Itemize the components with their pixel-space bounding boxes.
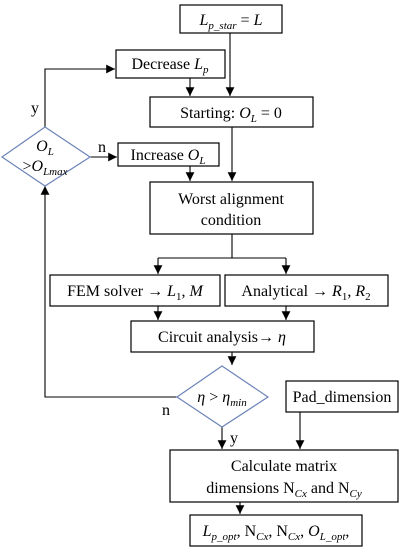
svg-text:OL: OL	[36, 138, 54, 158]
ol-max-symbol: O	[32, 158, 44, 175]
svg-text:Decrease Lp: Decrease Lp	[131, 56, 209, 76]
output-n2: , N	[268, 523, 288, 540]
analytical-comma: ,	[347, 283, 355, 300]
analytical-label: Analytical →	[241, 283, 332, 300]
node-decrease: Decrease Lp	[115, 49, 226, 79]
analytical-symbol-r1: R	[331, 283, 342, 300]
edge-eta-no-to-ol	[40, 186, 177, 398]
start-subscript: p_star	[207, 20, 237, 32]
start-symbol-l: L	[199, 12, 209, 29]
calc-line1: Calculate matrix	[231, 458, 337, 475]
node-starting: Starting: OL = 0	[149, 96, 314, 128]
node-pad: Pad_dimension	[285, 380, 399, 413]
output-comma: ,	[300, 523, 308, 540]
starting-symbol: O	[239, 105, 251, 122]
circuit-symbol-eta: η	[278, 329, 286, 346]
node-circuit: Circuit analysis→ η	[130, 320, 315, 353]
node-increase: Increase OL	[117, 142, 220, 167]
worst-line1: Worst alignment	[178, 191, 284, 208]
circuit-label: Circuit analysis→	[158, 329, 278, 346]
svg-text:dimensions NCx and NCy: dimensions NCx and NCy	[206, 480, 362, 500]
eta-greater-than: >	[205, 389, 222, 406]
svg-text:Lp_opt, NCx, NCx, OL_opt,: Lp_opt, NCx, NCx, OL_opt,	[202, 523, 350, 543]
svg-text:Lp_star = L: Lp_star = L	[199, 12, 263, 32]
ol-subscript: L	[47, 146, 54, 158]
output-symbol-o: O	[308, 523, 320, 540]
eta-min-symbol: η	[222, 389, 230, 406]
analytical-subscript-2: 2	[365, 291, 371, 303]
pad-label: Pad_dimension	[293, 389, 392, 406]
decrease-subscript: p	[202, 64, 209, 76]
ol-greater-than: >	[22, 158, 31, 175]
fem-symbol-m: M	[189, 283, 205, 300]
fem-comma: ,	[182, 283, 190, 300]
edge-ol-yes-to-decrease	[44, 64, 115, 127]
output-subscript-cx1: Cx	[256, 531, 268, 543]
calc-subscript-cx: Cx	[295, 488, 307, 500]
node-decision-eta: η > ηmin	[175, 365, 270, 428]
label-ol-no: n	[98, 139, 106, 156]
increase-label: Increase	[131, 147, 188, 164]
node-start: Lp_star = L	[179, 4, 283, 34]
svg-text:>OLmax: >OLmax	[22, 158, 67, 178]
calc-subscript-cy: Cy	[350, 488, 362, 500]
output-subscript-cx2: Cx	[288, 531, 300, 543]
start-equals: =	[237, 12, 254, 29]
output-trailing-comma: ,	[345, 523, 349, 540]
starting-value: = 0	[257, 105, 282, 122]
increase-symbol: O	[188, 147, 200, 164]
eta-symbol: η	[197, 389, 205, 406]
svg-text:Increase OL: Increase OL	[131, 147, 206, 167]
calc-line2: dimensions N	[206, 480, 295, 497]
analytical-symbol-r2: R	[354, 283, 365, 300]
fem-label: FEM solver →	[67, 283, 167, 300]
output-n1: , N	[237, 523, 257, 540]
ol-symbol: O	[36, 138, 48, 155]
node-calc: Calculate matrix dimensions NCx and NCy	[169, 449, 399, 503]
increase-subscript: L	[198, 155, 205, 167]
output-subscript-popt: p_opt	[211, 531, 238, 543]
eta-min-subscript: min	[230, 397, 247, 409]
node-output: Lp_opt, NCx, NCx, OL_opt,	[189, 514, 363, 547]
starting-label: Starting:	[180, 105, 239, 122]
calc-and: and N	[307, 480, 350, 497]
label-eta-yes: y	[230, 430, 238, 447]
svg-text:Analytical → R1, R2: Analytical → R1, R2	[241, 283, 370, 303]
decrease-symbol: L	[193, 56, 203, 73]
node-worst: Worst alignment condition	[149, 181, 314, 235]
label-eta-no: n	[162, 402, 170, 419]
svg-text:Circuit analysis→ η: Circuit analysis→ η	[158, 329, 286, 346]
node-decision-ol: OL >OLmax	[0, 126, 92, 187]
output-subscript-lopt: L_opt	[319, 531, 347, 543]
connectors	[40, 33, 305, 514]
node-analytical: Analytical → R1, R2	[224, 274, 389, 307]
fem-subscript: 1	[176, 291, 182, 303]
output-symbol-l: L	[202, 523, 212, 540]
decrease-label: Decrease	[131, 56, 194, 73]
fem-symbol-l: L	[166, 283, 176, 300]
analytical-subscript-1: 1	[342, 291, 348, 303]
svg-text:η > ηmin: η > ηmin	[197, 389, 247, 409]
starting-subscript: L	[250, 113, 257, 125]
label-ol-yes: y	[31, 100, 39, 117]
svg-text:FEM solver → L1, M: FEM solver → L1, M	[67, 283, 204, 303]
worst-line2: condition	[201, 212, 261, 229]
ol-max-subscript: Lmax	[42, 166, 68, 178]
start-value: L	[253, 12, 263, 29]
svg-text:Starting: OL = 0: Starting: OL = 0	[180, 105, 282, 125]
node-fem: FEM solver → L1, M	[49, 274, 221, 307]
